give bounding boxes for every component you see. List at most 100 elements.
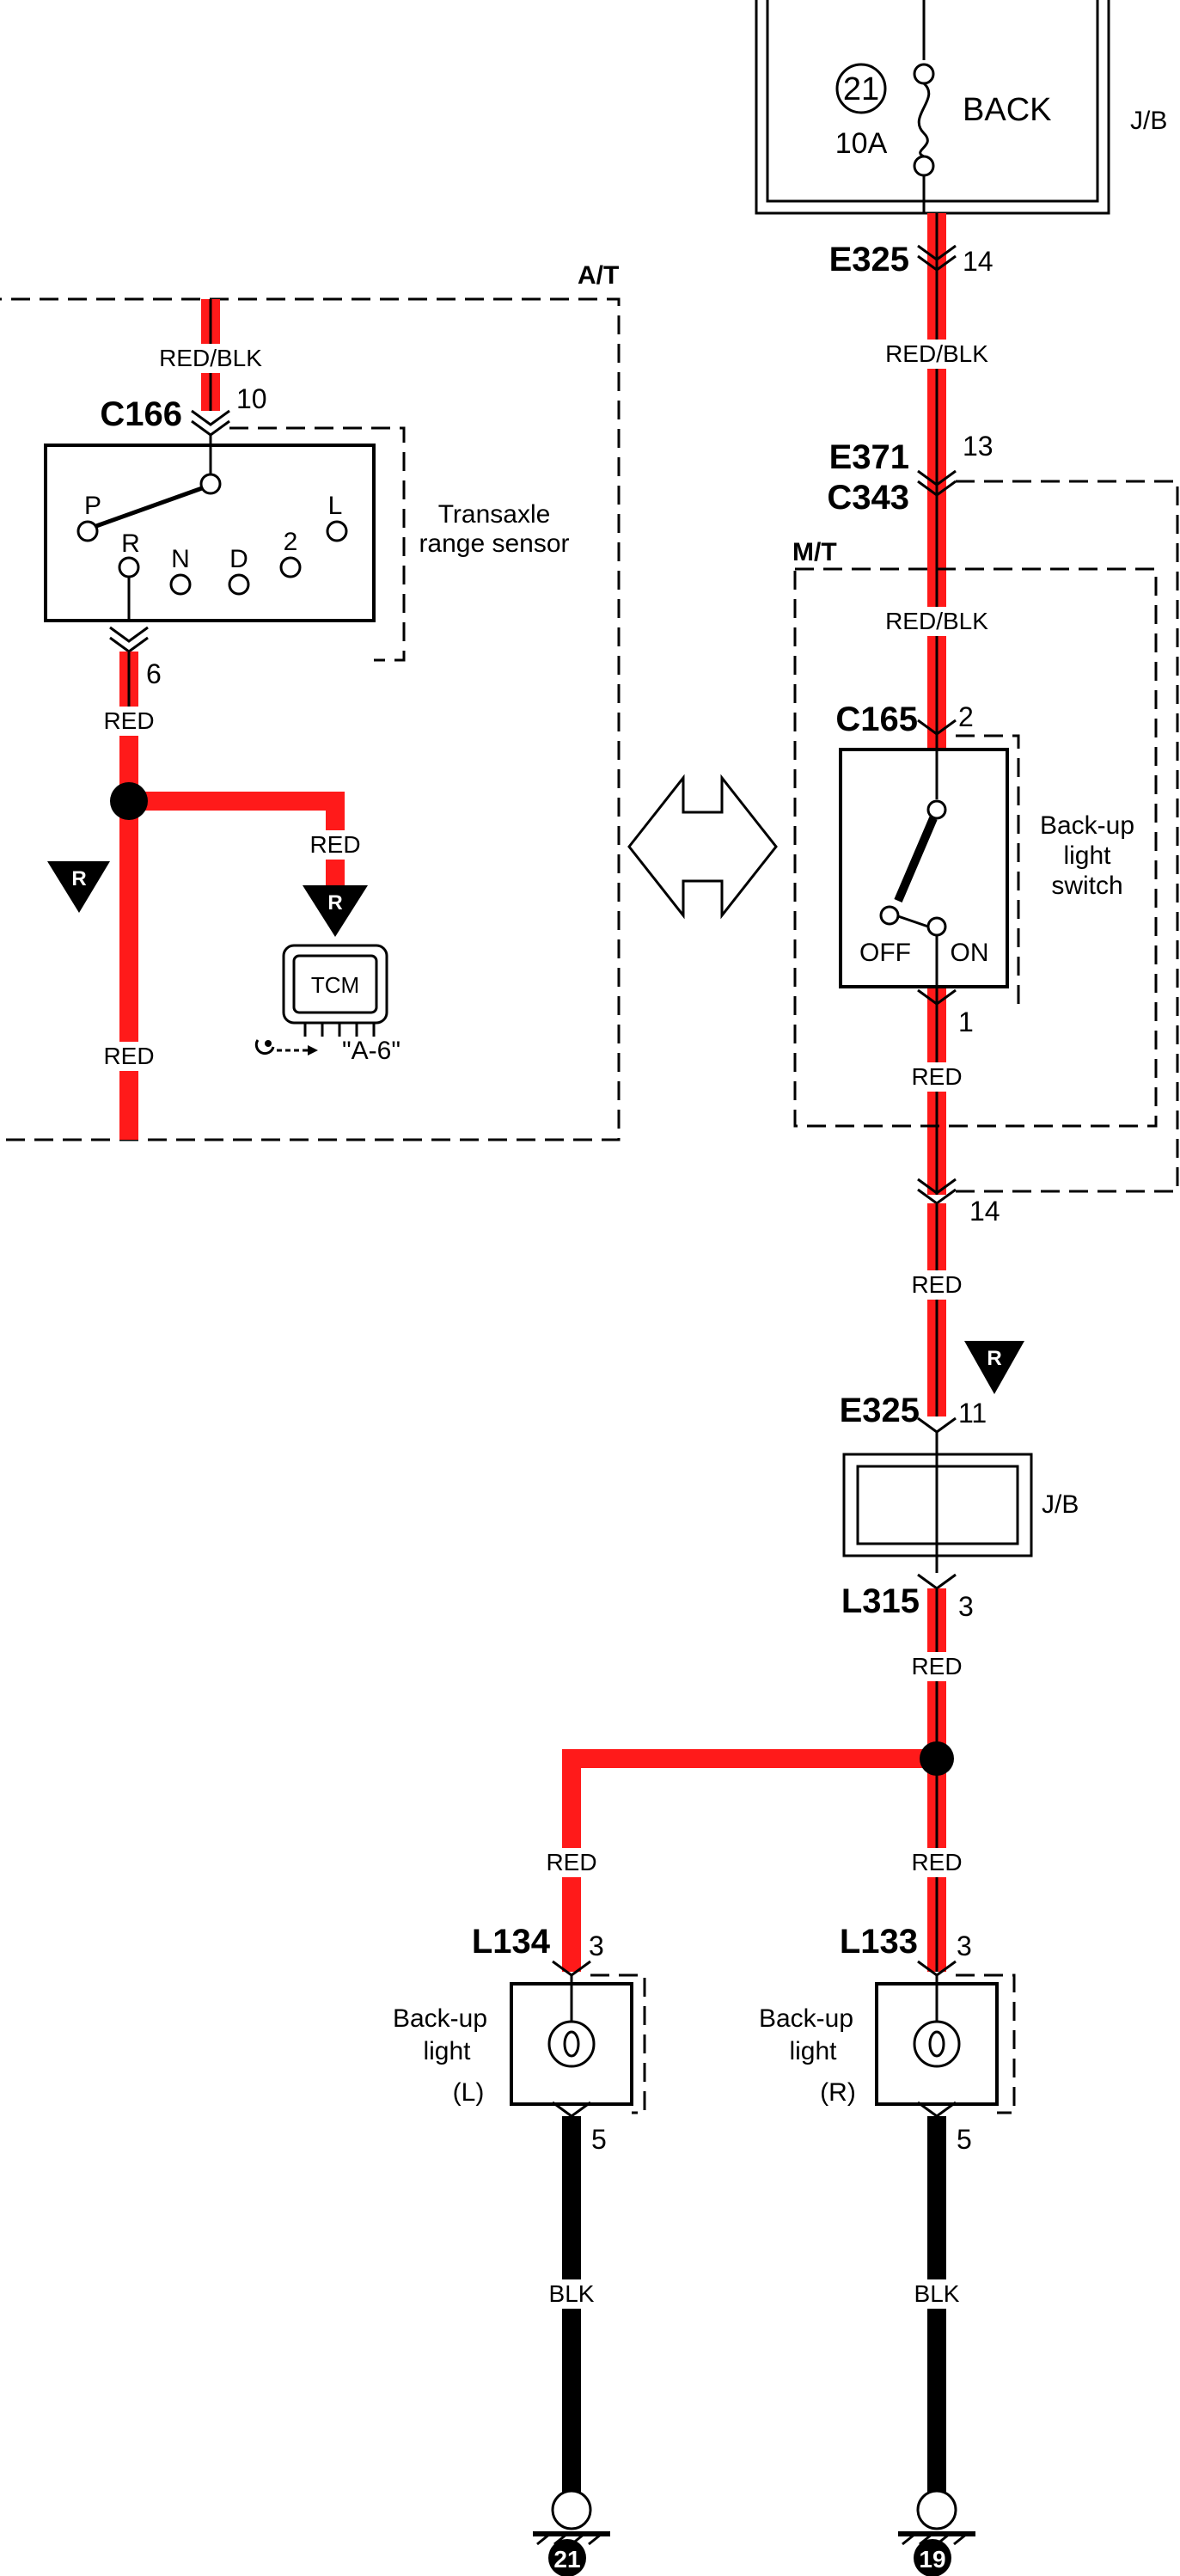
pin-c166-6: 6 (146, 658, 162, 689)
svg-text:R: R (987, 1347, 1001, 1370)
left-light-name-line1: Back-up (393, 2004, 487, 2033)
connector-e325-lower-label: E325 (840, 1392, 920, 1429)
left-light-side: (L) (453, 2078, 485, 2107)
connector-l133-label: L133 (840, 1923, 918, 1961)
pin-l133-5: 5 (957, 2124, 972, 2155)
right-light-name-line1: Back-up (759, 2004, 853, 2033)
pin-l134-5: 5 (591, 2124, 607, 2155)
wire-label-left-blk: BLK (549, 2280, 595, 2307)
switch-name-line1: Back-up (1040, 811, 1134, 840)
backup-light-switch: C165 2 OFF ON Back-up light switch 1 (835, 701, 1134, 1037)
position-p: P (84, 492, 101, 520)
pin-l315-3: 3 (958, 1591, 974, 1622)
svg-text:R: R (327, 891, 342, 915)
c343-dashed-frame (956, 480, 1179, 1193)
position-2: 2 (284, 528, 298, 556)
fuse-name: BACK (963, 92, 1051, 128)
at-tag: A/T (578, 261, 619, 290)
r-marker-at: R (47, 861, 110, 913)
backup-light-right: RED L133 3 Back-up light (R) 5 (759, 1848, 1016, 2155)
fuse-box-tag: J/B (1130, 107, 1167, 135)
wire-label-red-l315: RED (911, 1653, 962, 1680)
ground-21: 21 (533, 2489, 610, 2576)
reference-eye-icon (254, 1039, 275, 1055)
wire-label-tcm-red: RED (309, 831, 360, 858)
position-r: R (121, 529, 140, 558)
wire-label-red-blk-2: RED/BLK (885, 608, 988, 634)
wire-label-right-blk: BLK (914, 2280, 960, 2307)
fuse-terminal-bottom (913, 155, 935, 177)
sensor-wiper-icon (95, 486, 203, 529)
position-d: D (229, 545, 248, 573)
splice-point-lights (920, 1741, 954, 1776)
wire-label-red-blk-1: RED/BLK (885, 340, 988, 367)
r-marker-mt: R (964, 1341, 1024, 1394)
fuse-terminal-top (913, 63, 935, 85)
switch-name-line3: switch (1051, 872, 1122, 900)
backup-light-left: RED L134 3 Back-up light (L) 5 (393, 1848, 646, 2155)
wire-label-at-lower-red: RED (103, 1043, 154, 1069)
bulb-icon-right (913, 2020, 961, 2068)
right-light-side: (R) (820, 2078, 856, 2107)
connector-c343-label: C343 (827, 479, 909, 517)
position-n: N (171, 545, 190, 573)
connector-e325-top: E325 14 (829, 241, 994, 278)
alternative-double-arrow-icon (627, 774, 778, 920)
pin-e325-11: 11 (958, 1398, 987, 1429)
bulb-icon-left (547, 2020, 596, 2068)
ground-terminal-icon-left (551, 2489, 592, 2530)
connector-l315-label: L315 (841, 1582, 920, 1620)
connector-l134-label: L134 (472, 1923, 551, 1961)
pin-e371-13: 13 (963, 431, 994, 462)
pin-c343-14: 14 (969, 1196, 1000, 1227)
position-l: L (328, 492, 343, 520)
switch-off-label: OFF (859, 939, 911, 967)
pin-c166-10: 10 (236, 383, 267, 414)
connector-c166-label: C166 (100, 395, 182, 433)
switch-lever-icon (894, 817, 938, 903)
splice-point-tcm (110, 782, 148, 820)
connector-c165-label: C165 (835, 701, 918, 738)
pin-c165-1: 1 (958, 1007, 974, 1037)
ground-19-number: 19 (919, 2546, 945, 2573)
connector-e371-c343: E371 13 C343 (827, 431, 993, 517)
connector-e371-label: E371 (829, 438, 909, 476)
fuse-rating: 10A (835, 127, 888, 160)
transaxle-range-sensor: C166 10 P R N D 2 L Transaxle range sens… (44, 383, 570, 689)
tcm-reference: "A-6" (342, 1037, 400, 1065)
jb-lower: E325 11 J/B L315 3 (840, 1392, 1079, 1622)
right-light-name-line2: light (789, 2037, 837, 2065)
wire-label-left-light-red: RED (546, 1849, 596, 1875)
fuse-icon (917, 82, 931, 158)
switch-name-line2: light (1063, 841, 1111, 870)
switch-on-label: ON (951, 939, 989, 967)
pin-l134-3: 3 (589, 1930, 604, 1961)
fuse-number-circle (835, 63, 887, 114)
wire-label-right-light-red: RED (911, 1849, 962, 1875)
sensor-name-line1: Transaxle (438, 500, 551, 529)
ground-terminal-icon-right (916, 2489, 957, 2530)
wire-label-at-red-blk: RED/BLK (159, 345, 262, 371)
svg-text:R: R (71, 867, 86, 890)
fuse-number: 21 (843, 71, 879, 107)
tcm-module: TCM "A-6" (254, 944, 400, 1065)
connector-e325-top-label: E325 (829, 241, 909, 278)
wire-label-red-lower: RED (911, 1271, 962, 1298)
r-marker-tcm: R (303, 885, 368, 937)
ground-19: 19 (898, 2489, 975, 2576)
tcm-icon (282, 944, 388, 1025)
pin-c165-2: 2 (958, 701, 974, 732)
mt-tag: M/T (792, 538, 837, 566)
mt-frame (793, 567, 1158, 1128)
wire-label-red-after-switch: RED (911, 1063, 962, 1090)
fuse-block: 21 10A BACK J/B (755, 0, 1167, 215)
jb-lower-tag: J/B (1042, 1490, 1079, 1519)
ground-21-number: 21 (553, 2546, 580, 2573)
tcm-label: TCM (311, 972, 359, 998)
wire-branch-left-light (562, 1749, 937, 1972)
left-light-name-line2: light (423, 2037, 471, 2065)
pin-l133-3: 3 (957, 1930, 972, 1961)
pin-e325-14: 14 (963, 246, 994, 277)
sensor-name-line2: range sensor (419, 529, 569, 558)
